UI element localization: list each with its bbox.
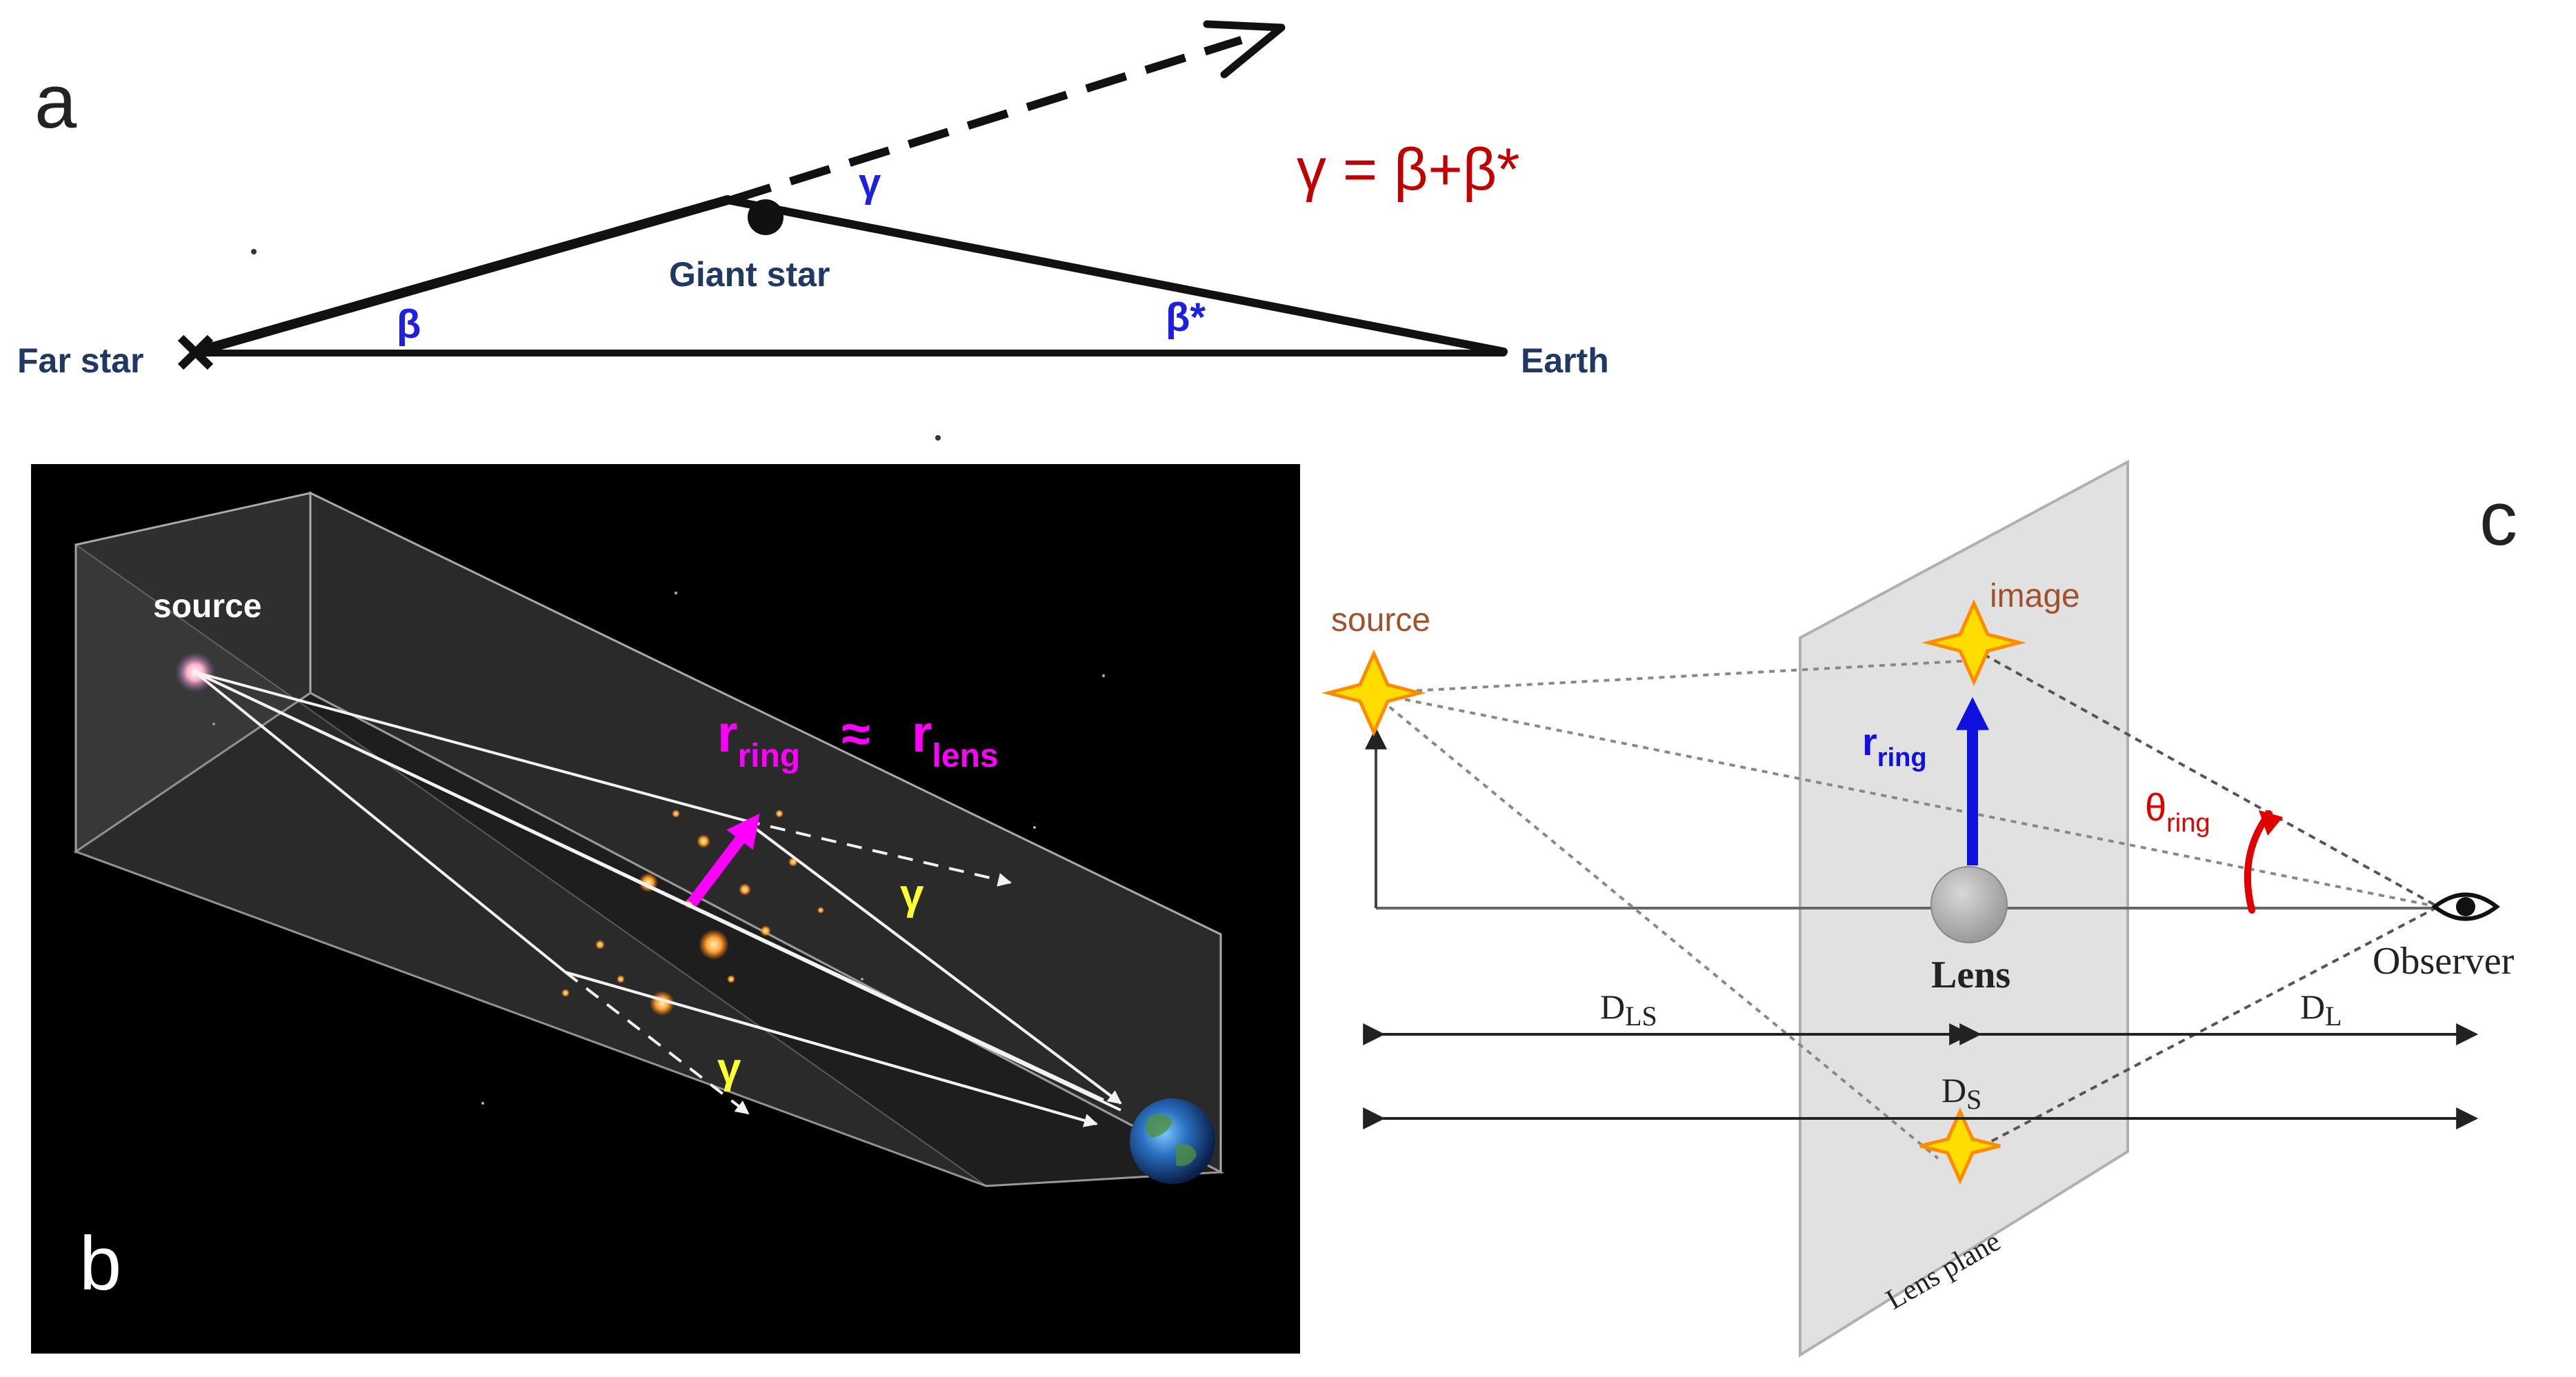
theta-ring-label: θring	[2145, 785, 2210, 838]
lower-deflection-dashed	[564, 971, 750, 1115]
background-stars	[212, 592, 1105, 1105]
r-ring-lens-label: rring≈rlens	[717, 705, 999, 774]
gamma-lower-label: γ	[717, 1045, 741, 1092]
giant-to-earth-line	[723, 196, 1508, 356]
deflected-ray-arrowhead	[1203, 20, 1286, 79]
image-star-lower	[1919, 1107, 2001, 1185]
giant-star-label: Giant star	[669, 255, 830, 294]
panel-b-letter: b	[79, 1221, 121, 1306]
source-star	[1321, 649, 1426, 737]
d-ls-d: D	[1600, 987, 1625, 1026]
r-ring-subscript: ring	[1877, 743, 1927, 772]
d-ls-label: DLS	[1600, 987, 1657, 1032]
gamma-label: γ	[859, 161, 881, 205]
approx-symbol: ≈	[841, 705, 870, 763]
speck	[935, 435, 941, 441]
ray-paths	[1371, 659, 2439, 1160]
source-label: source	[1331, 602, 1430, 639]
image-label: image	[1990, 578, 2080, 614]
theta-subscript: ring	[2166, 809, 2210, 838]
d-s-d: D	[1941, 1071, 1966, 1109]
observer-label: Observer	[2373, 940, 2515, 983]
r-lens-r: r	[912, 705, 932, 763]
theta-ring-arc	[2244, 810, 2273, 914]
beta-label: β	[397, 302, 421, 347]
r-lens-subscript: lens	[932, 738, 999, 774]
r-ring-r: r	[1862, 720, 1877, 763]
source-label: source	[153, 588, 261, 625]
far-star-to-giant-line	[192, 195, 732, 356]
panel-a-letter: a	[34, 59, 77, 144]
theta-ring-arrowhead	[2259, 810, 2283, 836]
d-s-subscript: S	[1966, 1084, 1981, 1115]
panel-c: c Lens plane source image Lens rring	[1321, 459, 2517, 1358]
earth-label: Earth	[1521, 341, 1609, 380]
upper-deflection-dashed	[744, 819, 1012, 887]
far-star-label: Far star	[17, 341, 143, 380]
gamma-upper-label: γ	[900, 871, 924, 918]
d-ls-subscript: LS	[1625, 1001, 1657, 1032]
earth-continents	[1146, 1114, 1197, 1166]
d-l-label: DL	[2300, 987, 2342, 1032]
box-edge	[75, 544, 987, 1187]
box-floor-face	[73, 692, 1225, 1187]
speck	[251, 249, 257, 254]
beta-star-label: β*	[1166, 295, 1206, 340]
r-ring-subscript: ring	[738, 738, 801, 774]
r-ring-label: rring	[1862, 720, 1927, 772]
panel-b: source	[31, 464, 1300, 1354]
giant-star-dot	[748, 199, 783, 235]
lens-ball	[1930, 866, 2008, 943]
far-star-marker	[177, 334, 214, 370]
lower-ray-arrow	[565, 971, 1098, 1127]
deflected-ray-dashed-line	[730, 36, 1243, 204]
panel-b-background	[31, 464, 1300, 1354]
d-s-label: DS	[1941, 1071, 1981, 1115]
gamma-equation: γ = β+β*	[1297, 137, 1520, 203]
d-l-d: D	[2300, 987, 2325, 1026]
earth-globe	[1130, 1098, 1215, 1184]
d-l-subscript: L	[2325, 1001, 2342, 1032]
image-star-upper	[1921, 599, 2026, 687]
observer-eye-icon	[2431, 892, 2500, 921]
panel-c-letter: c	[2479, 476, 2517, 561]
lens-label: Lens	[1931, 954, 2010, 996]
box-front-face	[76, 545, 986, 1186]
r-ring-arrow	[687, 813, 760, 907]
r-ring-r: r	[717, 705, 738, 763]
theta-symbol: θ	[2145, 785, 2166, 829]
panel-a: a Far star Giant star Earth β β* γ γ = β…	[17, 20, 1609, 441]
upper-ray-arrow	[743, 819, 1122, 1105]
